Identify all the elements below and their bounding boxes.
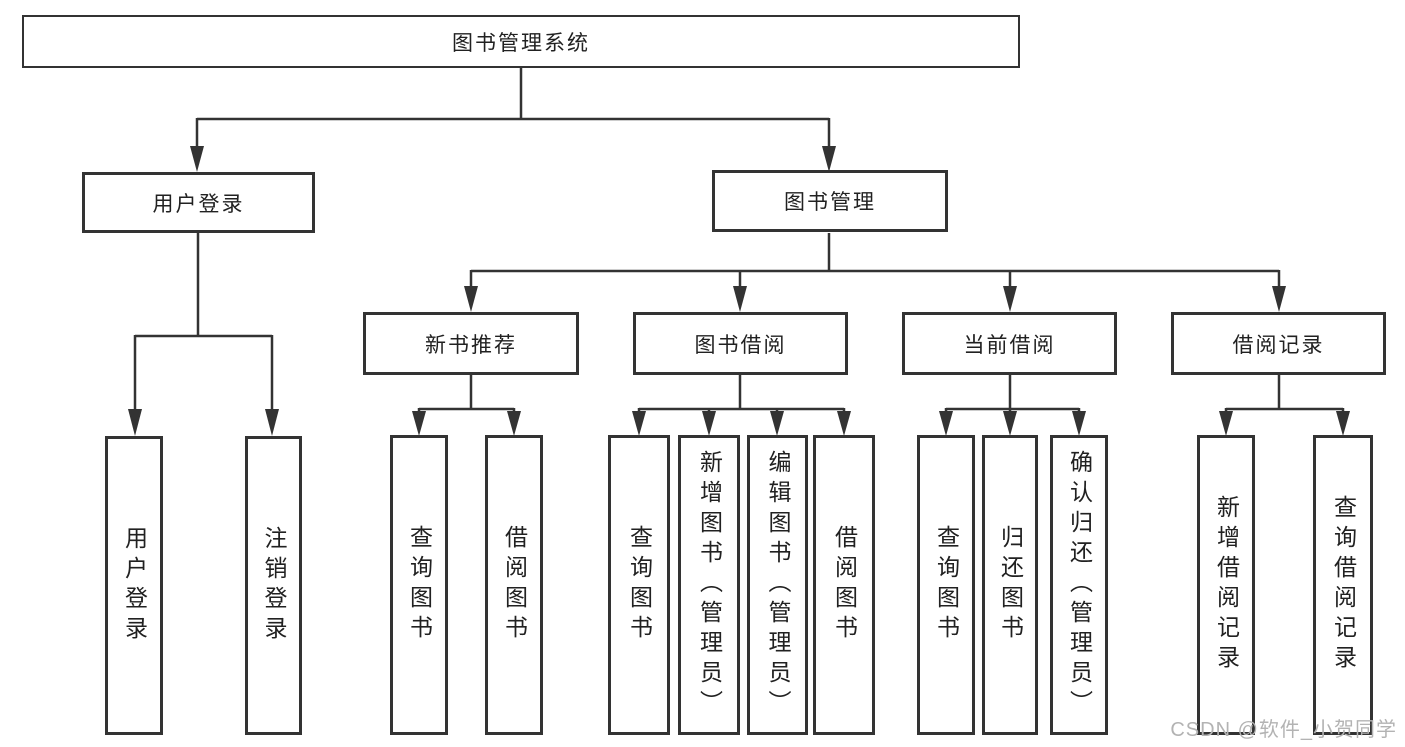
leaf-bb-add-book-label: 新增图书（管理员） (696, 450, 723, 720)
leaf-cb-query-book-label: 查询图书 (933, 525, 960, 645)
node-book-borrow: 图书借阅 (633, 312, 848, 375)
arrowheads (128, 146, 1350, 436)
node-new-book-recommend-label: 新书推荐 (425, 333, 517, 357)
leaf-bb-edit-book-label: 编辑图书（管理员） (765, 450, 791, 720)
leaf-cb-return-book: 归还图书 (982, 435, 1038, 735)
leaf-cb-confirm-return: 确认归还（管理员） (1050, 435, 1108, 735)
leaf-nb-borrow-book-label: 借阅图书 (501, 525, 528, 645)
node-book-borrow-label: 图书借阅 (694, 333, 787, 357)
leaf-cb-return-book-label: 归还图书 (997, 525, 1024, 645)
leaf-br-add-record-label: 新增借阅记录 (1213, 495, 1240, 675)
node-book-management-label: 图书管理 (784, 191, 876, 214)
leaf-cb-confirm-return-label: 确认归还（管理员） (1066, 450, 1093, 720)
leaf-logout: 注销登录 (245, 436, 302, 735)
leaf-user-login-label: 用户登录 (121, 525, 148, 646)
node-new-book-recommend: 新书推荐 (363, 312, 579, 375)
leaf-nb-query-book: 查询图书 (390, 435, 448, 735)
leaf-br-query-record-label: 查询借阅记录 (1330, 495, 1357, 675)
node-borrow-record-label: 借阅记录 (1232, 333, 1325, 357)
node-current-borrow: 当前借阅 (902, 312, 1117, 375)
leaf-bb-query-book-label: 查询图书 (626, 525, 653, 645)
leaf-logout-label: 注销登录 (261, 525, 287, 646)
node-borrow-record: 借阅记录 (1171, 312, 1386, 375)
node-user-login: 用户登录 (82, 172, 315, 233)
leaf-user-login: 用户登录 (105, 436, 163, 735)
leaf-bb-add-book: 新增图书（管理员） (678, 435, 740, 735)
node-root-label: 图书管理系统 (452, 31, 590, 55)
leaf-bb-borrow-book-label: 借阅图书 (831, 525, 858, 645)
node-book-management: 图书管理 (712, 170, 948, 232)
leaf-nb-query-book-label: 查询图书 (406, 525, 433, 645)
node-user-login-label: 用户登录 (152, 192, 245, 216)
leaf-cb-query-book: 查询图书 (917, 435, 975, 735)
leaf-br-add-record: 新增借阅记录 (1197, 435, 1255, 735)
leaf-bb-borrow-book: 借阅图书 (813, 435, 875, 735)
leaf-bb-query-book: 查询图书 (608, 435, 670, 735)
leaf-br-query-record: 查询借阅记录 (1313, 435, 1373, 735)
csdn-watermark: CSDN @软件_小贺同学 (1170, 719, 1397, 741)
node-current-borrow-label: 当前借阅 (963, 333, 1056, 357)
leaf-nb-borrow-book: 借阅图书 (485, 435, 543, 735)
node-root: 图书管理系统 (22, 15, 1020, 68)
leaf-bb-edit-book: 编辑图书（管理员） (747, 435, 808, 735)
